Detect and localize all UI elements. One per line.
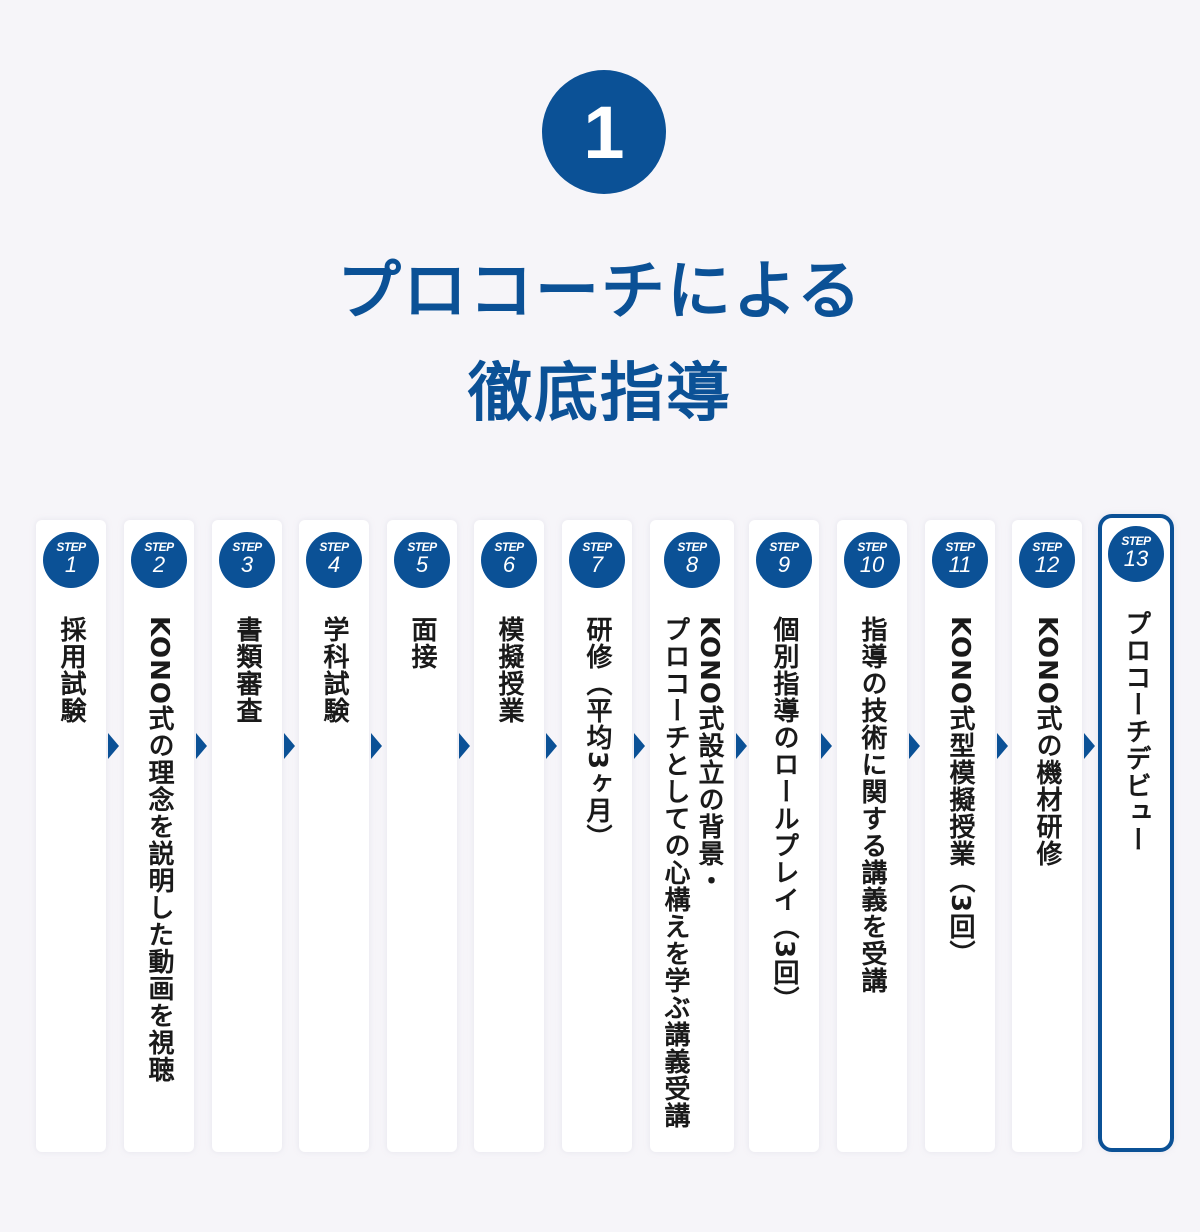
chevron-right-icon xyxy=(459,733,470,759)
step-label: STEP xyxy=(407,540,437,554)
step-number: 13 xyxy=(1123,546,1149,571)
step-label: STEP xyxy=(232,540,262,554)
step-description: 模擬授業 xyxy=(494,616,524,724)
chevron-right-icon xyxy=(634,733,645,759)
step-description: KONO式型模擬授業（3回） xyxy=(945,616,975,968)
chevron-right-icon xyxy=(736,733,747,759)
step-label: STEP xyxy=(582,540,612,554)
step-number: 4 xyxy=(327,552,341,577)
step-label: STEP xyxy=(494,540,524,554)
step-description: KONO式の理念を説明した動画を視聴 xyxy=(144,616,174,1083)
step-number: 5 xyxy=(415,552,429,577)
chevron-right-icon xyxy=(997,733,1008,759)
chevron-right-icon xyxy=(108,733,119,759)
chevron-right-icon xyxy=(196,733,207,759)
chevron-right-icon xyxy=(909,733,920,759)
chevron-right-icon xyxy=(821,733,832,759)
chevron-right-icon xyxy=(284,733,295,759)
chevron-right-icon xyxy=(546,733,557,759)
step-number: 2 xyxy=(152,552,166,577)
step-label: STEP xyxy=(319,540,349,554)
step-number: 1 xyxy=(64,552,78,577)
step-label: STEP xyxy=(56,540,86,554)
step-label: STEP xyxy=(1121,534,1151,548)
step-number-badge: 1 xyxy=(542,70,666,194)
step-label: STEP xyxy=(857,540,887,554)
step-description: KONO式設立の背景・ プロコーチとしての心構えを学ぶ講義受講 xyxy=(660,616,724,1129)
step-description: 個別指導のロールプレイ（3回） xyxy=(769,616,799,1014)
step-label: STEP xyxy=(1032,540,1062,554)
step-number: 12 xyxy=(1034,552,1060,577)
step-description: 書類審査 xyxy=(232,616,262,724)
step-label: STEP xyxy=(677,540,707,554)
step-number: 8 xyxy=(685,552,699,577)
step-description: 指導の技術に関する講義を受講 xyxy=(857,616,887,994)
step-description: KONO式の機材研修 xyxy=(1032,616,1062,867)
step-number: 11 xyxy=(948,552,972,577)
step-description: 学科試験 xyxy=(319,616,349,724)
badge-number: 1 xyxy=(583,90,625,174)
step-number: 6 xyxy=(502,552,516,577)
step-number: 3 xyxy=(240,552,254,577)
step-label: STEP xyxy=(945,540,975,554)
step-number: 7 xyxy=(590,552,604,577)
step-description: 採用試験 xyxy=(56,616,86,724)
step-description: 面接 xyxy=(407,616,437,670)
step-description: 研修（平均3ヶ月） xyxy=(582,616,612,852)
chevron-right-icon xyxy=(371,733,382,759)
page-title-line1: プロコーチによる xyxy=(336,255,864,329)
chevron-right-icon xyxy=(1084,733,1095,759)
step-label: STEP xyxy=(769,540,799,554)
step-number: 9 xyxy=(777,552,791,577)
page-title-line2: 徹底指導 xyxy=(468,357,732,431)
step-number: 10 xyxy=(859,552,885,577)
step-label: STEP xyxy=(144,540,174,554)
step-description: プロコーチデビュー xyxy=(1121,610,1151,853)
